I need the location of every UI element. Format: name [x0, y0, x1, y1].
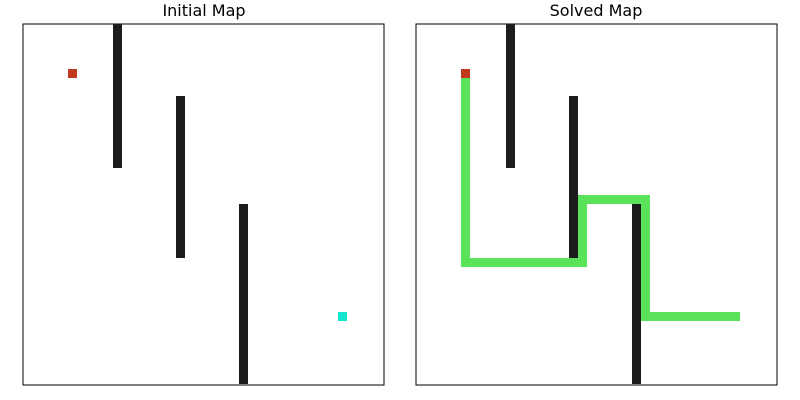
- wall: [239, 204, 248, 384]
- solved-map-panel: Solved Map: [415, 1, 778, 386]
- initial-map-title: Initial Map: [162, 1, 245, 20]
- start-marker: [68, 69, 77, 78]
- initial-map-walls: [113, 24, 248, 384]
- goal-marker: [338, 312, 347, 321]
- wall: [569, 96, 578, 258]
- solved-map-frame: [415, 23, 778, 386]
- initial-map-panel: Initial Map: [22, 1, 385, 386]
- solved-map-title: Solved Map: [550, 1, 643, 20]
- start-marker: [461, 69, 470, 78]
- initial-map-frame: [22, 23, 385, 386]
- wall: [113, 24, 122, 168]
- wall: [506, 24, 515, 168]
- solved-map-walls: [506, 24, 641, 384]
- solved-map-markers: [461, 69, 470, 78]
- solution-path: [461, 69, 740, 321]
- wall: [632, 204, 641, 384]
- initial-map-markers: [68, 69, 347, 321]
- solved-map-path: [461, 69, 740, 321]
- wall: [176, 96, 185, 258]
